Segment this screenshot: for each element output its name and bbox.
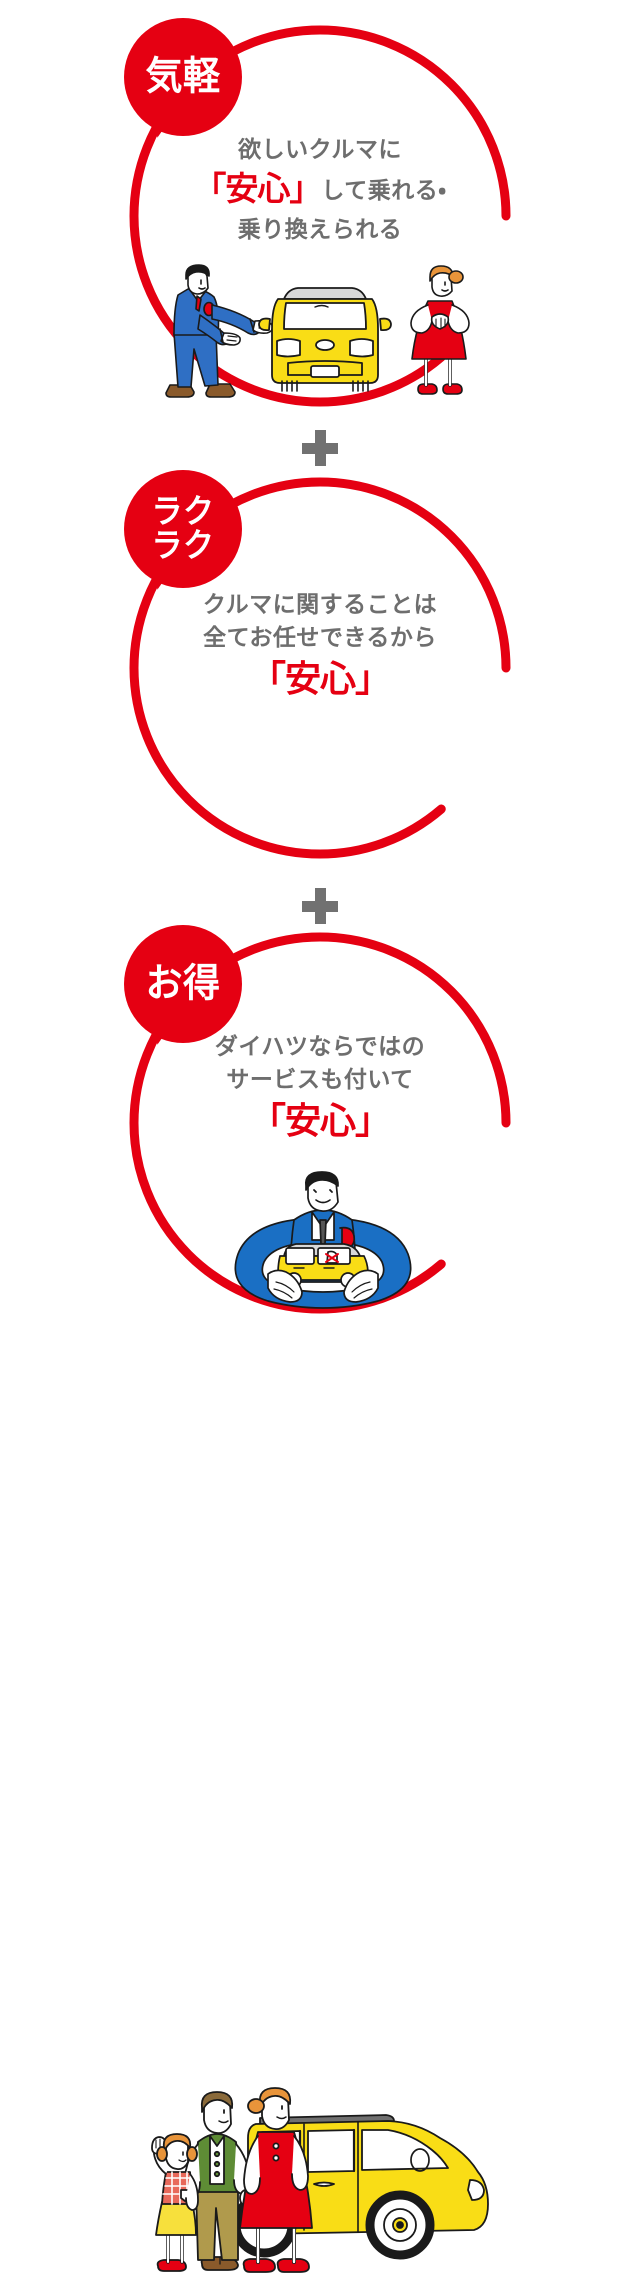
badge-label-2: ラク ラク — [151, 493, 215, 564]
caption-1: 欲しいクルマに 「安心」して乗れる・ 乗り換えられる — [128, 133, 512, 245]
caption-3-line-1: ダイハツならではの — [214, 1033, 426, 1059]
red-circle-ring-2 — [128, 476, 512, 860]
caption-2-line-3: 「安心」 — [128, 653, 512, 704]
anshin-emphasis-3: 「安心」 — [249, 1100, 391, 1142]
caption-3-line-3: 「安心」 — [128, 1095, 512, 1146]
badge-bubble: 気軽 — [124, 18, 242, 136]
infographic-root: 気軽 欲しいクルマに 「安心」して乗れる・ 乗り換えられる — [0, 18, 640, 2273]
caption-2: クルマに関することは 全てお任せできるから 「安心」 — [128, 588, 512, 704]
badge-kigaru: 気軽 — [124, 18, 242, 141]
caption-3: ダイハツならではの サービスも付いて 「安心」 — [128, 1030, 512, 1146]
plus-separator-2 — [302, 888, 338, 924]
illustration-salesman-car-customer — [160, 263, 480, 413]
illustration-family-with-car — [148, 2080, 508, 2290]
benefit-section-1: 気軽 欲しいクルマに 「安心」して乗れる・ 乗り換えられる — [0, 18, 640, 418]
red-circle-ring-1 — [128, 24, 512, 408]
plus-icon-vertical — [315, 430, 326, 466]
badge-rakuraku: ラク ラク — [124, 470, 242, 593]
illustration-salesman-hugging-car — [228, 1170, 418, 1315]
badge-bubble: お得 — [124, 925, 242, 1043]
badge-bubble: ラク ラク — [124, 470, 242, 588]
caption-1-line-2-suffix: して乗れる・ — [321, 176, 447, 203]
anshin-emphasis-2: 「安心」 — [249, 658, 391, 700]
caption-2-line-2: 全てお任せできるから — [203, 623, 437, 650]
benefit-section-2: ラク ラク — [0, 470, 640, 1309]
caption-2-line-1: クルマに関することは — [202, 591, 438, 617]
caption-1-line-2: 「安心」して乗れる・ — [128, 166, 512, 213]
badge-otoku: お得 — [124, 925, 242, 1048]
badge-label-1: 気軽 — [145, 54, 221, 99]
red-circle-ring-3 — [128, 931, 512, 1315]
caption-3-line-2: サービスも付いて — [226, 1065, 414, 1092]
caption-1-line-1: 欲しいクルマに — [238, 136, 402, 162]
caption-1-line-3: 乗り換えられる — [237, 215, 403, 242]
badge-label-3: お得 — [145, 961, 221, 1006]
plus-separator-1 — [302, 430, 338, 466]
plus-icon-vertical — [315, 888, 326, 924]
anshin-emphasis-1: 「安心」 — [193, 169, 322, 207]
